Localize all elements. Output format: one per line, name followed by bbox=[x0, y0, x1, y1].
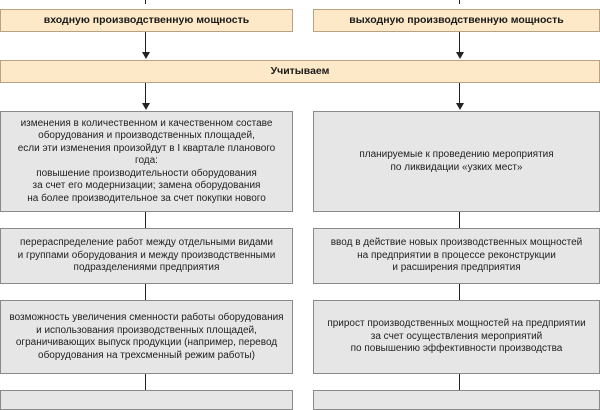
connector-top-right bbox=[459, 0, 460, 4]
account-for-box: Учитываем bbox=[0, 60, 600, 83]
connector-right-to-center bbox=[459, 32, 460, 53]
connector-left-to-center bbox=[145, 32, 146, 53]
connector-center-right bbox=[459, 83, 460, 104]
right-item-4-partial bbox=[313, 390, 600, 410]
left-item-1-text: изменения в количественном и качественно… bbox=[17, 117, 276, 204]
right-item-1: планируемые к проведению мероприятия по … bbox=[313, 111, 600, 212]
account-for-label: Учитываем bbox=[270, 65, 330, 78]
right-item-3-text: прирост производственных мощностей на пр… bbox=[327, 318, 586, 355]
right-item-2-text: ввод в действие новых производственных м… bbox=[330, 237, 583, 274]
connector-center-left bbox=[145, 83, 146, 104]
connector-top-left bbox=[145, 0, 146, 4]
connector-right-1-2 bbox=[459, 212, 460, 228]
right-item-3: прирост производственных мощностей на пр… bbox=[313, 300, 600, 374]
connector-left-2-3 bbox=[145, 284, 146, 300]
arrow-center-left bbox=[142, 103, 150, 110]
connector-right-3-4 bbox=[459, 374, 460, 390]
left-item-2: перераспределение работ между отдельными… bbox=[0, 228, 293, 284]
right-item-2: ввод в действие новых производственных м… bbox=[313, 228, 600, 284]
left-item-2-text: перераспределение работ между отдельными… bbox=[17, 237, 276, 274]
arrow-left-to-center bbox=[142, 52, 150, 59]
connector-right-2-3 bbox=[459, 284, 460, 300]
left-item-3: возможность увеличения сменности работы … bbox=[0, 300, 293, 374]
input-capacity-label: входную производственную мощность bbox=[43, 14, 250, 27]
output-capacity-label: выходную производственную мощность bbox=[349, 14, 564, 27]
connector-left-1-2 bbox=[145, 212, 146, 228]
output-capacity-box: выходную производственную мощность bbox=[313, 9, 600, 32]
right-item-1-text: планируемые к проведению мероприятия по … bbox=[359, 149, 554, 173]
left-item-3-text: возможность увеличения сменности работы … bbox=[9, 312, 284, 361]
connector-left-3-4 bbox=[145, 374, 146, 390]
left-item-1: изменения в количественном и качественно… bbox=[0, 111, 293, 212]
input-capacity-box: входную производственную мощность bbox=[0, 9, 293, 32]
left-item-4-partial bbox=[0, 390, 293, 410]
arrow-center-right bbox=[456, 103, 464, 110]
arrow-right-to-center bbox=[456, 52, 464, 59]
